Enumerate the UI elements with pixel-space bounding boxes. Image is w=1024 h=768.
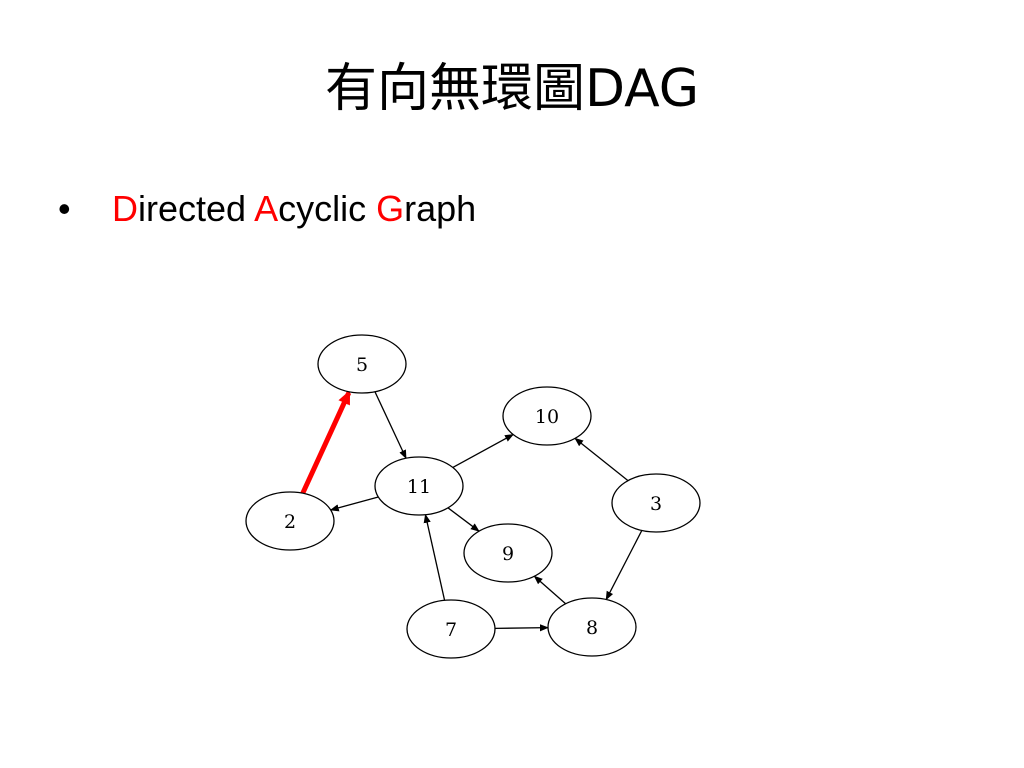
edge-11-to-2 — [329, 496, 379, 512]
bullet-part: cyclic — [278, 188, 377, 229]
node-10: 10 — [502, 386, 592, 446]
node-label: 7 — [445, 619, 457, 641]
node-11: 11 — [374, 456, 464, 516]
bullet-part: irected — [138, 188, 255, 229]
node-8: 8 — [547, 597, 637, 657]
node-ellipse — [245, 491, 335, 551]
node-label: 10 — [535, 406, 559, 428]
bullet-part: G — [376, 188, 405, 229]
node-label: 8 — [586, 617, 598, 639]
node-label: 5 — [356, 354, 368, 376]
node-2: 2 — [245, 491, 335, 551]
slide-title: 有向無環圖DAG — [324, 59, 700, 119]
node-7: 7 — [406, 599, 496, 659]
node-label: 2 — [284, 511, 296, 533]
bullet-part: D — [112, 188, 138, 229]
node-ellipse — [406, 599, 496, 659]
node-ellipse — [611, 473, 701, 533]
node-label: 11 — [407, 476, 431, 498]
node-ellipse — [374, 456, 464, 516]
node-label: 3 — [650, 493, 662, 515]
node-3: 3 — [611, 473, 701, 533]
edge-5-to-11 — [374, 391, 407, 460]
edge-8-to-9 — [533, 575, 567, 605]
bullet-part: raph — [404, 188, 477, 229]
node-9: 9 — [463, 523, 553, 583]
bullet-icon: • — [58, 188, 71, 229]
node-label: 9 — [502, 543, 514, 565]
edge-3-to-10 — [574, 437, 629, 482]
bullet-item: • Directed Acyclic Graph — [58, 188, 476, 230]
node-ellipse — [547, 597, 637, 657]
edge-7-to-8 — [494, 624, 549, 632]
edge-11-to-9 — [447, 507, 480, 532]
node-ellipse — [463, 523, 553, 583]
edge-11-to-10 — [452, 433, 514, 469]
node-ellipse — [317, 334, 407, 394]
edge-7-to-11 — [423, 513, 446, 601]
node-ellipse — [502, 386, 592, 446]
bullet-part: A — [254, 188, 279, 229]
node-5: 5 — [317, 334, 407, 394]
edge-2-to-5-highlighted — [300, 390, 352, 495]
edge-3-to-8 — [605, 530, 643, 601]
